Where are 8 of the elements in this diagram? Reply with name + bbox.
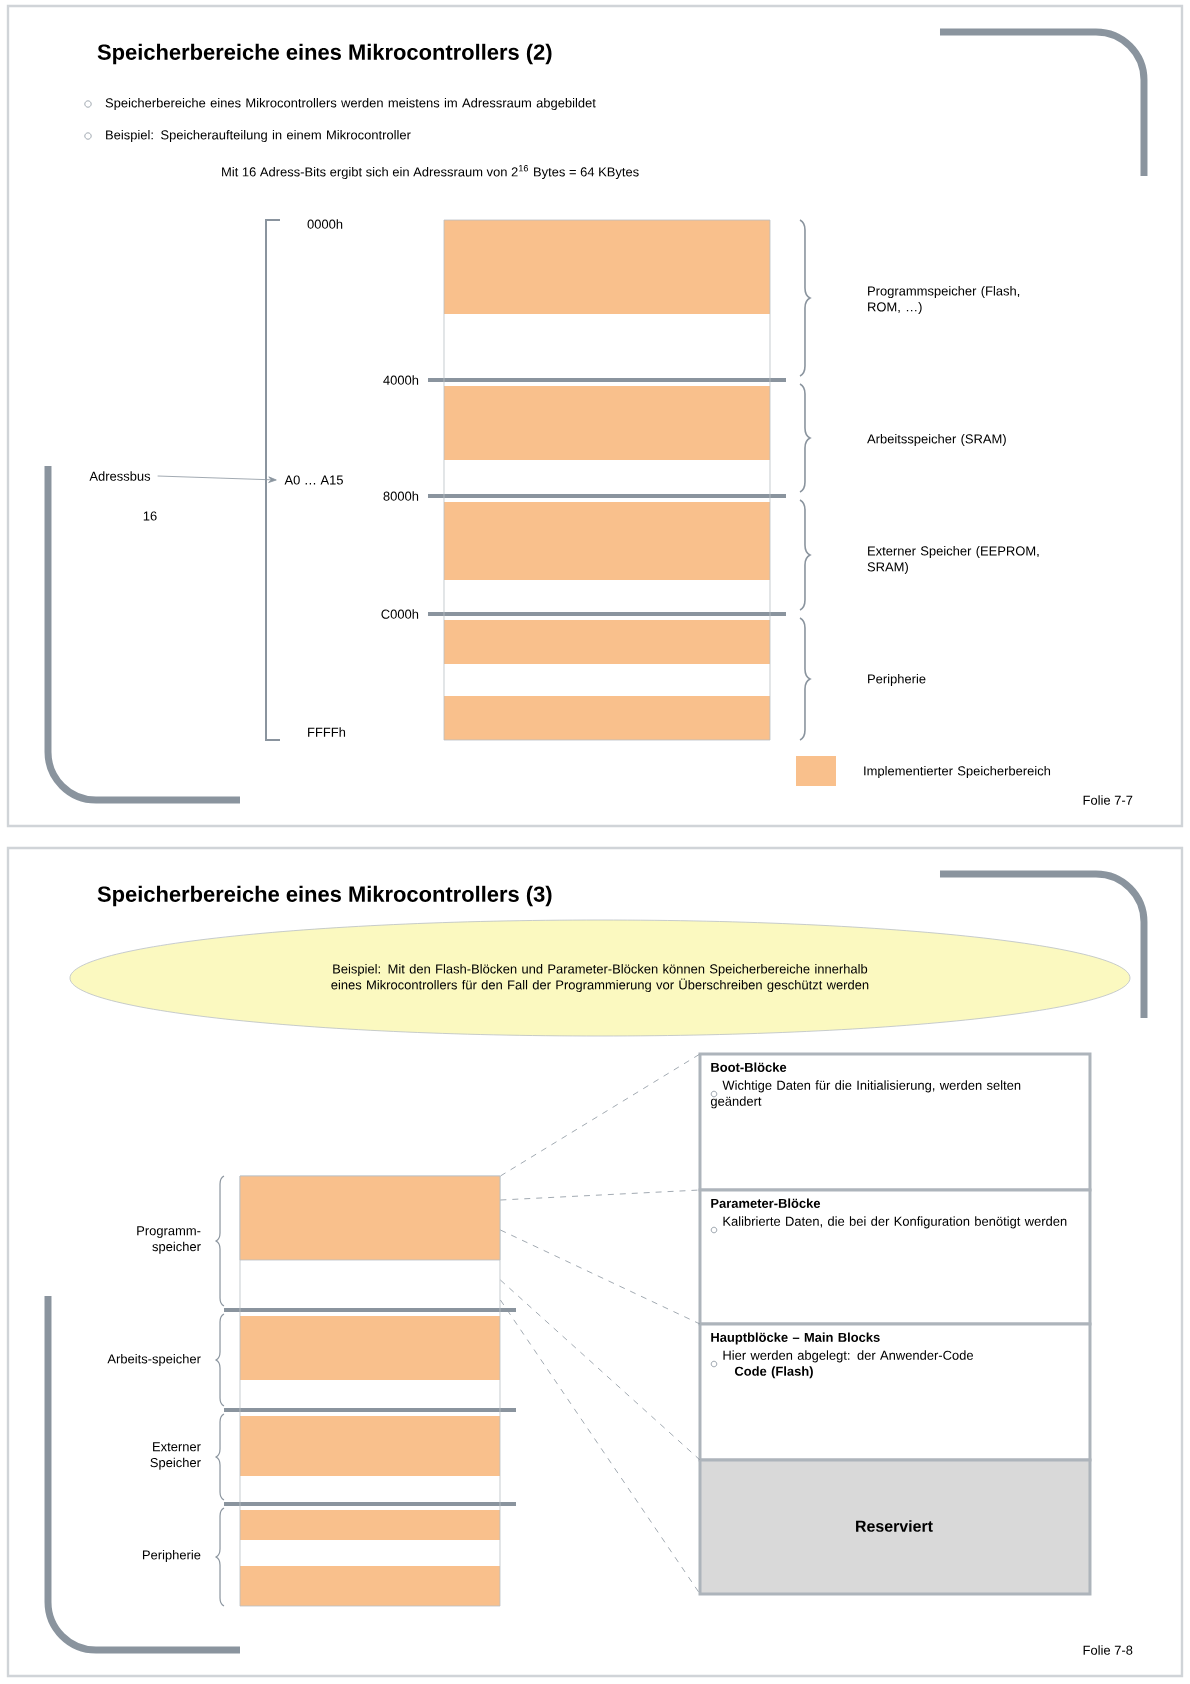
leader-line xyxy=(500,1279,701,1461)
leader-line xyxy=(500,1053,701,1177)
leader-line xyxy=(500,1189,701,1201)
slide-title: Speicherbereiche eines Mikrocontrollers (2) xyxy=(97,43,552,65)
leader-line xyxy=(500,1299,701,1595)
leader-line xyxy=(500,1229,701,1325)
arrow xyxy=(157,475,277,483)
program-block xyxy=(239,1175,501,1261)
